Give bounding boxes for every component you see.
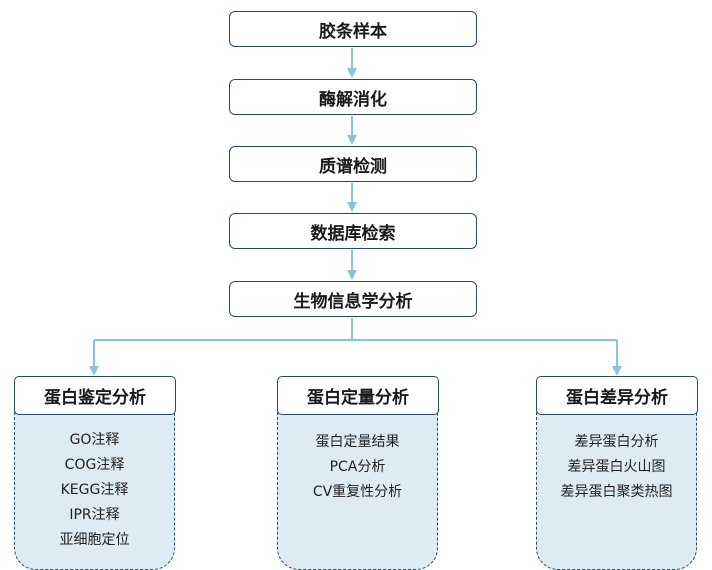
list-item-diff-analysis: 差异蛋白分析 [574,434,659,450]
step-enzymatic-digestion: 酶解消化 [229,79,477,115]
step-bioinformatics: 生物信息学分析 [229,281,477,317]
list-item-volcano: 差异蛋白火山图 [567,459,666,475]
branch-title: 蛋白差异分析 [536,376,698,415]
list-item-go: GO注释 [69,432,120,448]
step-mass-spec: 质谱检测 [229,146,477,182]
branch-items: GO注释 COG注释 KEGG注释 IPR注释 亚细胞定位 [14,428,175,553]
step-gel-sample: 胶条样本 [229,11,477,47]
list-item-ipr: IPR注释 [69,507,120,523]
list-item-cv: CV重复性分析 [312,484,403,500]
list-item-kegg: KEGG注释 [60,482,129,498]
branch-items: 差异蛋白分析 差异蛋白火山图 差异蛋白聚类热图 [536,430,697,505]
branch-panel [536,394,697,570]
list-item-pca: PCA分析 [329,459,386,475]
list-item-subcellular: 亚细胞定位 [59,532,130,548]
branch-title: 蛋白鉴定分析 [14,376,176,415]
list-item-quant-results: 蛋白定量结果 [315,434,400,450]
branch-title: 蛋白定量分析 [277,376,439,415]
list-item-heatmap: 差异蛋白聚类热图 [560,484,673,500]
branch-items: 蛋白定量结果 PCA分析 CV重复性分析 [277,430,438,505]
step-database-search: 数据库检索 [229,213,477,249]
list-item-cog: COG注释 [64,457,125,473]
